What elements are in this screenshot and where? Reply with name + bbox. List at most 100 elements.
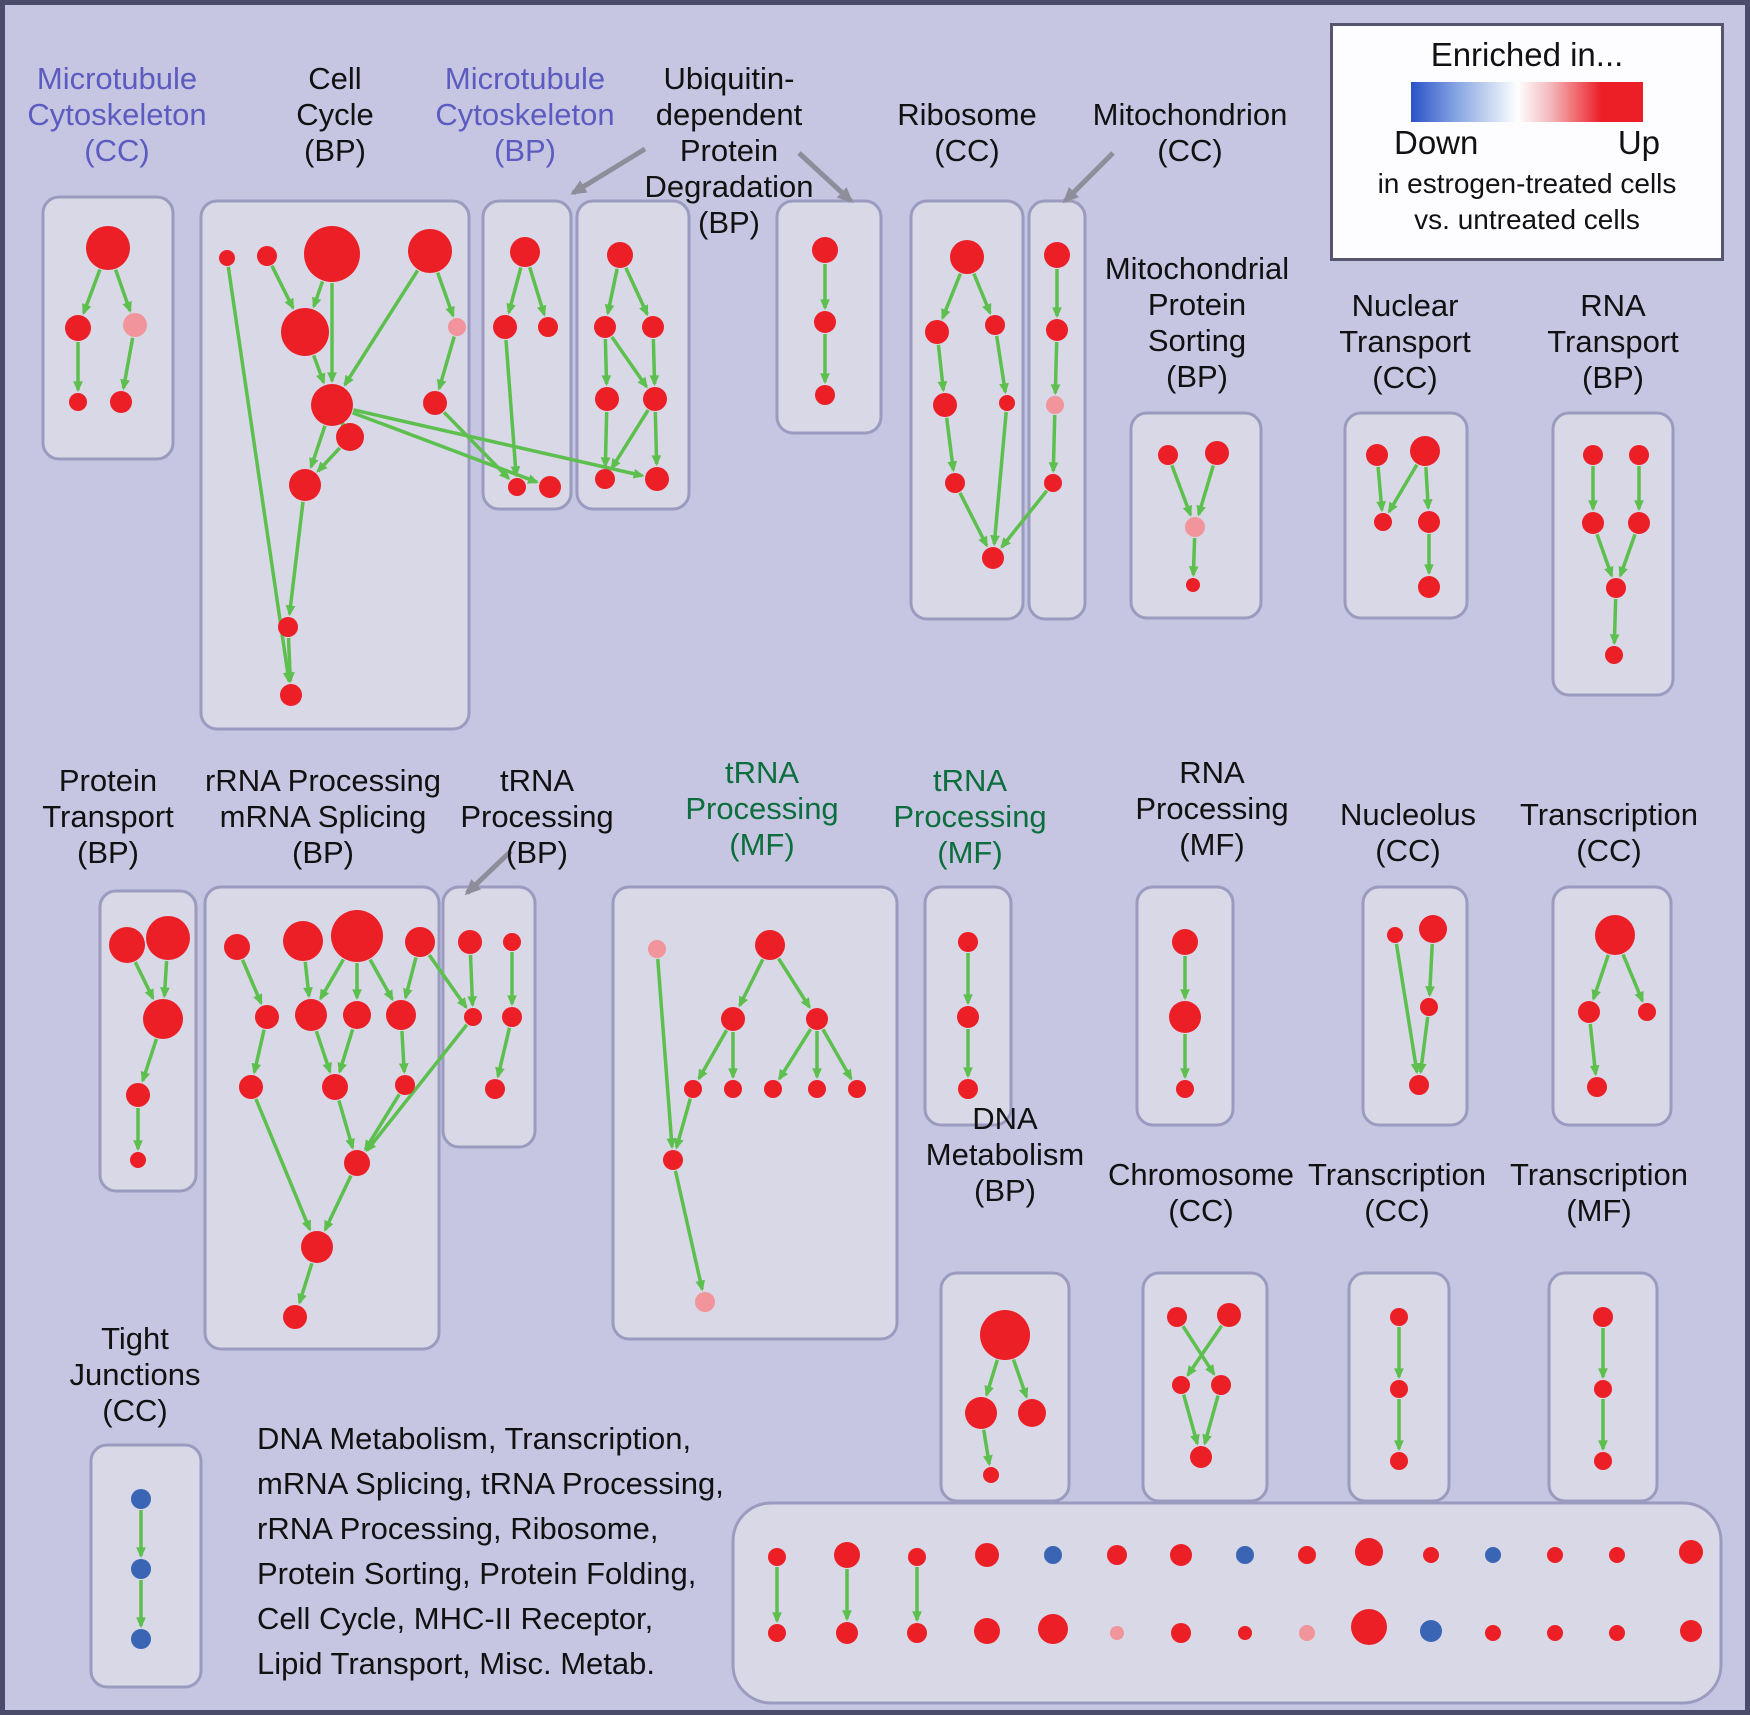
edge-arrow — [777, 957, 811, 1010]
go-term-node-rt4 — [1628, 512, 1650, 534]
go-term-node-cc8 — [423, 391, 447, 415]
edge-arrow — [610, 335, 648, 389]
edge-arrow — [285, 637, 295, 684]
go-term-node-rr5 — [255, 1005, 279, 1029]
go-term-node-ts1 — [958, 932, 978, 952]
cluster-box-mps — [1129, 411, 1263, 620]
edge-arrow — [1621, 953, 1645, 1003]
edge-arrow — [285, 501, 305, 617]
go-term-node-rt3 — [1582, 512, 1604, 534]
edge-arrow — [506, 267, 523, 315]
edge-arrow — [697, 1029, 729, 1081]
go-term-node-tm1 — [648, 940, 666, 958]
go-term-node-rr9 — [239, 1075, 263, 1099]
go-term-node-mp4 — [1186, 578, 1200, 592]
edge-arrow — [981, 1429, 993, 1467]
go-term-node-tm10 — [663, 1150, 683, 1170]
go-term-node-rb3 — [985, 315, 1005, 335]
edge-arrow — [1591, 954, 1610, 1001]
edge-arrow — [994, 335, 1009, 395]
go-term-node-rr14 — [283, 1305, 307, 1329]
edge-arrow — [140, 1038, 159, 1083]
edge-arrow — [1011, 1358, 1029, 1399]
go-term-node-mp3 — [1185, 517, 1205, 537]
go-term-node-m10b — [1351, 1609, 1387, 1645]
edge-arrow — [944, 417, 958, 473]
go-term-node-ub6 — [595, 469, 615, 489]
go-term-node-ub5 — [643, 387, 667, 411]
go-term-node-rb5 — [999, 395, 1015, 411]
go-term-node-tm11 — [695, 1292, 715, 1312]
go-term-node-m8b — [1238, 1626, 1252, 1640]
edge-arrow — [303, 961, 313, 999]
go-term-node-m1t — [768, 1548, 786, 1566]
go-term-node-cc1 — [219, 250, 235, 266]
edge-arrow — [1196, 464, 1215, 517]
go-term-node-rr8 — [386, 1000, 416, 1030]
go-term-node-m5b — [1038, 1614, 1068, 1644]
legend-title: Enriched in... — [1430, 36, 1624, 73]
edge-arrow — [467, 954, 478, 1008]
edge-arrow — [674, 1098, 692, 1150]
go-term-node-mt2 — [1046, 319, 1068, 341]
go-term-node-m13b — [1547, 1625, 1563, 1641]
edge-arrow — [297, 1262, 314, 1305]
go-term-node-cc2 — [257, 246, 277, 266]
edge-arrow — [368, 958, 394, 1002]
go-term-node-m3b — [907, 1623, 927, 1643]
go-term-node-m2b — [836, 1622, 858, 1644]
go-term-node-cc10 — [289, 469, 321, 501]
go-term-node-rr7 — [343, 1001, 371, 1029]
edge-arrow — [1376, 466, 1387, 513]
go-term-node-m6b — [1110, 1626, 1124, 1640]
go-term-node-nc3 — [1420, 998, 1438, 1016]
go-term-node-m6t — [1107, 1545, 1127, 1565]
edge-arrow — [936, 344, 948, 393]
edge-arrow — [1170, 464, 1193, 517]
edge-arrow — [316, 446, 342, 473]
go-term-node-ch4 — [1211, 1375, 1231, 1395]
go-term-node-tj2 — [131, 1559, 151, 1579]
cluster-box-transcc1 — [1551, 885, 1673, 1127]
go-term-node-m2t — [834, 1542, 860, 1568]
go-term-node-m11t — [1423, 1547, 1439, 1563]
go-term-node-mtcc3 — [123, 313, 147, 337]
go-term-node-m12b — [1485, 1625, 1501, 1641]
go-term-node-rr4 — [405, 927, 435, 957]
go-term-node-m12t — [1485, 1547, 1501, 1563]
edge-arrow — [133, 961, 155, 1001]
edge-arrow — [738, 958, 765, 1008]
go-term-node-rr13 — [301, 1231, 333, 1263]
go-term-node-tm6 — [724, 1080, 742, 1098]
go-term-node-ch2 — [1217, 1303, 1241, 1327]
go-term-node-cc3 — [304, 226, 360, 282]
go-term-node-rp3 — [1176, 1080, 1194, 1098]
go-term-node-ch1 — [1167, 1307, 1187, 1327]
go-term-node-mtcc5 — [110, 391, 132, 413]
go-term-node-nc4 — [1409, 1075, 1429, 1095]
edge-arrow — [323, 1174, 353, 1232]
go-term-node-m14t — [1609, 1547, 1625, 1563]
go-term-node-m13t — [1547, 1547, 1563, 1563]
go-term-node-tc3 — [1638, 1003, 1656, 1021]
go-term-node-m15b — [1680, 1620, 1702, 1642]
go-term-node-tp3 — [464, 1008, 482, 1026]
go-term-node-nt4 — [1418, 511, 1440, 533]
cluster-box-nucleolus — [1361, 885, 1469, 1127]
go-term-node-tc2 — [1578, 1001, 1600, 1023]
edge-arrow — [600, 411, 611, 469]
edge-arrow — [528, 266, 547, 317]
go-term-node-ch5 — [1190, 1446, 1212, 1468]
go-term-node-rb2 — [925, 320, 949, 344]
edge-arrow — [1416, 1016, 1430, 1075]
go-term-node-ub3 — [642, 316, 664, 338]
edge-arrow — [673, 1170, 705, 1292]
network-diagram — [41, 146, 1723, 1705]
go-term-node-ua2 — [814, 311, 836, 333]
edge-arrow — [1000, 489, 1049, 549]
go-term-node-m14b — [1609, 1625, 1625, 1641]
go-term-node-tj1 — [131, 1489, 151, 1509]
go-term-node-tp4 — [502, 1007, 522, 1027]
cluster-box-prottrans — [98, 889, 198, 1193]
go-term-node-rt1 — [1583, 445, 1603, 465]
